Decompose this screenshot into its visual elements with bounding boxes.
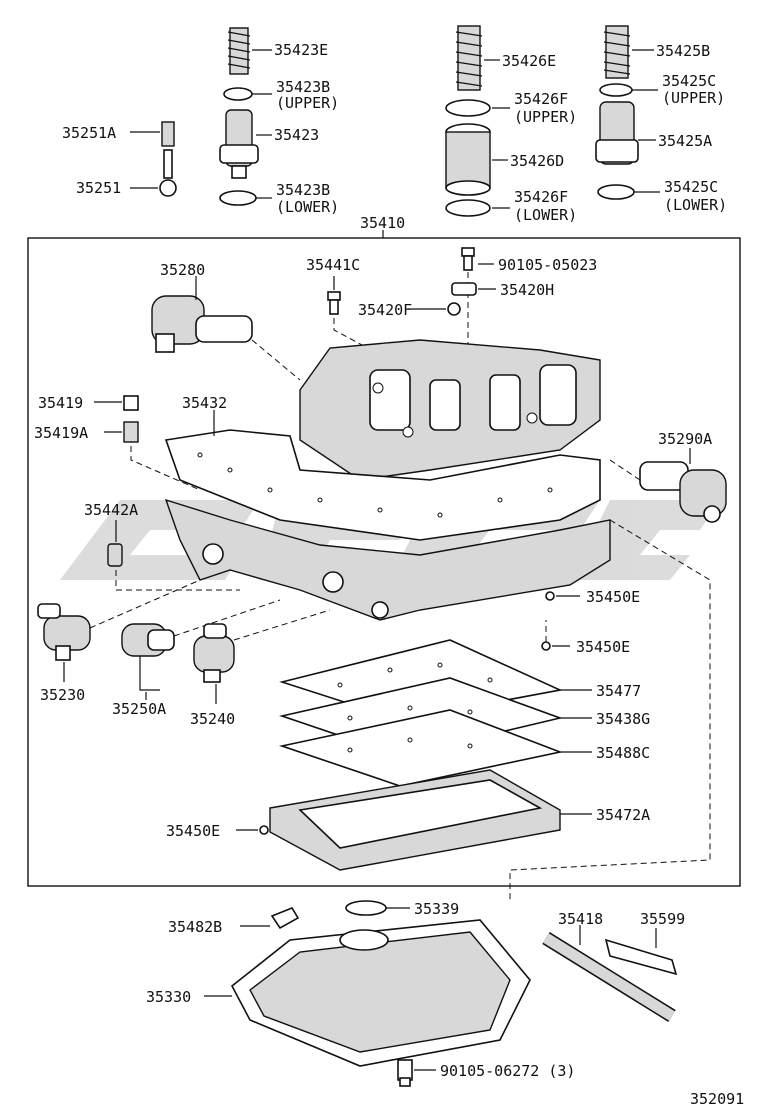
spring-35425B <box>603 25 631 79</box>
label-35432: 35432 <box>182 394 227 412</box>
label-35250A: 35250A <box>112 700 166 718</box>
label-35425C-upper-note: (UPPER) <box>662 89 725 107</box>
plate-35420H <box>451 282 477 296</box>
solenoid-35290A <box>639 461 727 523</box>
valve-35426D <box>445 123 491 196</box>
spring-35251A <box>161 121 175 147</box>
o-ring-35426F-lower <box>445 199 491 217</box>
label-35426E: 35426E <box>502 52 556 70</box>
label-35450E-2: 35450E <box>576 638 630 656</box>
filter-35442A <box>107 543 123 567</box>
label-35419A: 35419A <box>34 424 88 442</box>
label-35426F-lower: 35426F <box>514 188 568 206</box>
bolt-90105-05023 <box>461 247 475 271</box>
spring-35423E <box>227 27 251 75</box>
solenoid-35250A <box>121 623 175 691</box>
check-ball-35450E-1 <box>545 591 555 601</box>
lower-valve-body <box>164 498 611 621</box>
o-ring-35423B-lower <box>219 190 257 206</box>
label-35426D: 35426D <box>510 152 564 170</box>
label-35426F-upper-note: (UPPER) <box>514 108 577 126</box>
o-ring-35339 <box>345 900 387 916</box>
valve-35419 <box>123 395 139 411</box>
check-ball-35420F <box>447 302 461 316</box>
label-35425C-upper: 35425C <box>662 72 716 90</box>
spring-35419A <box>123 421 139 443</box>
solenoid-35280 <box>151 295 253 353</box>
tube-35418 <box>542 932 676 1022</box>
label-35419: 35419 <box>38 394 83 412</box>
label-35240: 35240 <box>190 710 235 728</box>
label-35420F: 35420F <box>358 301 412 319</box>
o-ring-35425C-lower <box>597 184 635 200</box>
valve-body-assembly-frame <box>27 237 741 887</box>
o-ring-35423B-upper <box>223 87 253 101</box>
label-35477: 35477 <box>596 682 641 700</box>
label-35442A: 35442A <box>84 501 138 519</box>
label-35330: 35330 <box>146 988 191 1006</box>
label-35450E-3: 35450E <box>166 822 220 840</box>
solenoid-35240 <box>193 623 235 683</box>
upper-valve-body <box>299 339 601 481</box>
label-35339: 35339 <box>414 900 459 918</box>
label-35425C-lower: 35425C <box>664 178 718 196</box>
valve-35423 <box>219 109 259 179</box>
label-35251: 35251 <box>76 179 121 197</box>
spring-clip-35482B <box>270 907 300 930</box>
plate-35432 <box>164 429 601 541</box>
o-ring-35425C-upper <box>599 83 633 97</box>
label-35420H: 35420H <box>500 281 554 299</box>
solenoid-35230 <box>37 603 91 661</box>
label-90105-06272: 90105-06272 (3) <box>440 1062 575 1080</box>
label-35488C: 35488C <box>596 744 650 762</box>
valve-35425A <box>595 101 639 165</box>
label-35230: 35230 <box>40 686 85 704</box>
label-35423: 35423 <box>274 126 319 144</box>
check-ball-35251 <box>159 149 177 197</box>
label-35425A: 35425A <box>658 132 712 150</box>
bracket-35599 <box>604 938 678 976</box>
part-labels: 35423E 35423B (UPPER) 35423 35423B (LOWE… <box>34 41 744 1108</box>
o-ring-35426F-upper <box>445 99 491 117</box>
label-35418: 35418 <box>558 910 603 928</box>
label-35426F-lower-note: (LOWER) <box>514 206 577 224</box>
label-35251A: 35251A <box>62 124 116 142</box>
check-ball-35450E-3 <box>259 825 269 835</box>
oil-pan-35330 <box>230 919 531 1067</box>
label-35438G: 35438G <box>596 710 650 728</box>
label-35423E: 35423E <box>274 41 328 59</box>
label-35426F-upper: 35426F <box>514 90 568 108</box>
label-35482B: 35482B <box>168 918 222 936</box>
bolt-90105-06272 <box>397 1059 413 1087</box>
label-90105-05023: 90105-05023 <box>498 256 597 274</box>
lower-body-35472A <box>269 769 561 871</box>
check-ball-35450E-2 <box>541 641 551 651</box>
label-35425C-lower-note: (LOWER) <box>664 196 727 214</box>
label-35423B-lower: 35423B <box>276 181 330 199</box>
label-35410: 35410 <box>360 214 405 232</box>
label-35472A: 35472A <box>596 806 650 824</box>
label-35425B: 35425B <box>656 42 710 60</box>
label-35423B-lower-note: (LOWER) <box>276 198 339 216</box>
label-35599: 35599 <box>640 910 685 928</box>
label-35450E-1: 35450E <box>586 588 640 606</box>
label-35290A: 35290A <box>658 430 712 448</box>
label-35423B-upper: 35423B <box>276 78 330 96</box>
label-35280: 35280 <box>160 261 205 279</box>
label-35441C: 35441C <box>306 256 360 274</box>
label-35423B-upper-note: (UPPER) <box>276 94 339 112</box>
figure-number: 352091 <box>690 1090 744 1108</box>
spring-35426E <box>455 25 483 91</box>
bolt-35441C <box>327 291 341 315</box>
